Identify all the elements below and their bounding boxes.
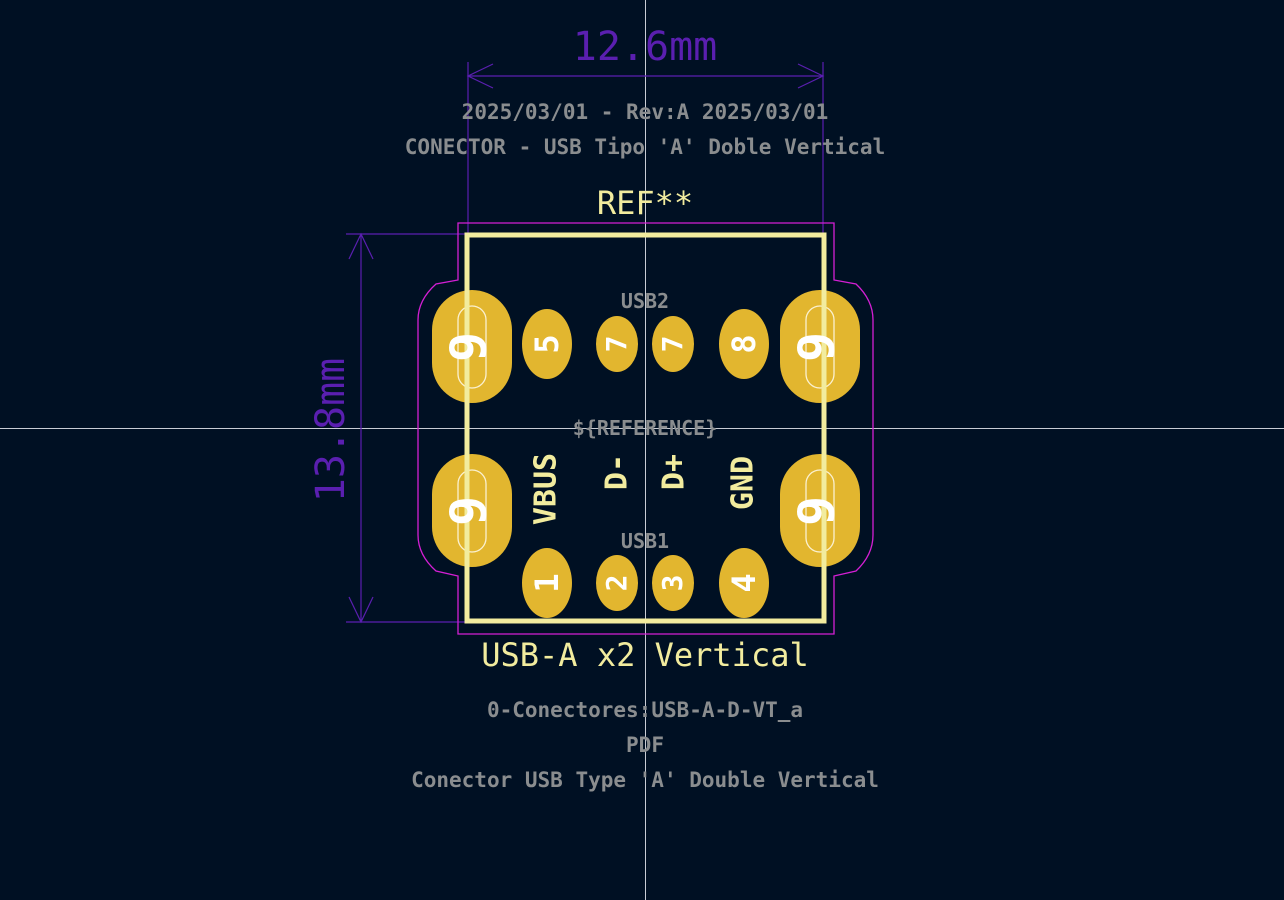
pad-number-top-5: 5: [528, 334, 566, 353]
pad-number-shield-tr: 9: [788, 332, 846, 362]
pad-shield-bottom-right[interactable]: [780, 454, 860, 567]
pad-bottom-4[interactable]: [719, 548, 769, 618]
fab-footprint-name: 0-Conectores:USB-A-D-VT_a: [487, 698, 803, 722]
pin-label-d-plus: D+: [657, 454, 692, 490]
silkscreen-value: USB-A x2 Vertical: [481, 636, 809, 674]
pad-top-8[interactable]: [719, 309, 769, 379]
silkscreen-body-outline: [464, 232, 827, 624]
pad-number-bottom-1: 1: [528, 573, 566, 592]
fab-pdf-label: PDF: [626, 733, 664, 757]
pad-number-bottom-4: 4: [725, 573, 763, 592]
fab-usb2-label: USB2: [621, 289, 669, 313]
pin-label-gnd: GND: [726, 456, 761, 510]
pads-layer: [432, 290, 860, 618]
width-dimension: [466, 62, 825, 234]
pad-top-5[interactable]: [522, 309, 572, 379]
fab-reference-field: ${REFERENCE}: [573, 416, 718, 440]
pad-number-shield-tl: 9: [440, 332, 498, 362]
pad-number-shield-bl: 9: [440, 496, 498, 526]
fab-usb1-label: USB1: [621, 529, 669, 553]
fab-date-revision: 2025/03/01 - Rev:A 2025/03/01: [462, 100, 829, 124]
silkscreen-pin-labels: VBUS D- D+ GND: [529, 453, 761, 525]
width-dimension-label: 12.6mm: [573, 24, 718, 70]
fab-description: Conector USB Type 'A' Double Vertical: [411, 768, 879, 792]
pin-label-d-minus: D-: [600, 454, 635, 490]
pad-bottom-2[interactable]: [596, 555, 638, 611]
height-dimension: [346, 232, 468, 624]
pad-shield-bottom-left[interactable]: [432, 454, 512, 567]
pad-number-shield-br: 9: [788, 496, 846, 526]
pad-shield-top-right[interactable]: [780, 290, 860, 403]
height-dimension-label: 13.8mm: [308, 358, 354, 503]
pad-number-top-7a: 7: [600, 336, 633, 353]
pad-numbers: 9 9 9 9 5 7 7 8 1 2 3 4: [440, 332, 846, 593]
silkscreen-reference: REF**: [597, 184, 693, 222]
pad-number-bottom-2: 2: [600, 575, 633, 592]
drill-holes: [457, 305, 835, 553]
courtyard-outline: [417, 222, 874, 635]
pad-number-top-7b: 7: [656, 336, 689, 353]
pin-label-vbus: VBUS: [529, 453, 564, 525]
pad-number-bottom-3: 3: [656, 575, 689, 592]
pad-number-top-8: 8: [725, 334, 763, 353]
pad-bottom-3[interactable]: [652, 555, 694, 611]
pad-top-7b[interactable]: [652, 316, 694, 372]
pad-shield-top-left[interactable]: [432, 290, 512, 403]
pad-bottom-1[interactable]: [522, 548, 572, 618]
pad-top-7a[interactable]: [596, 316, 638, 372]
fab-title: CONECTOR - USB Tipo 'A' Doble Vertical: [405, 135, 885, 159]
